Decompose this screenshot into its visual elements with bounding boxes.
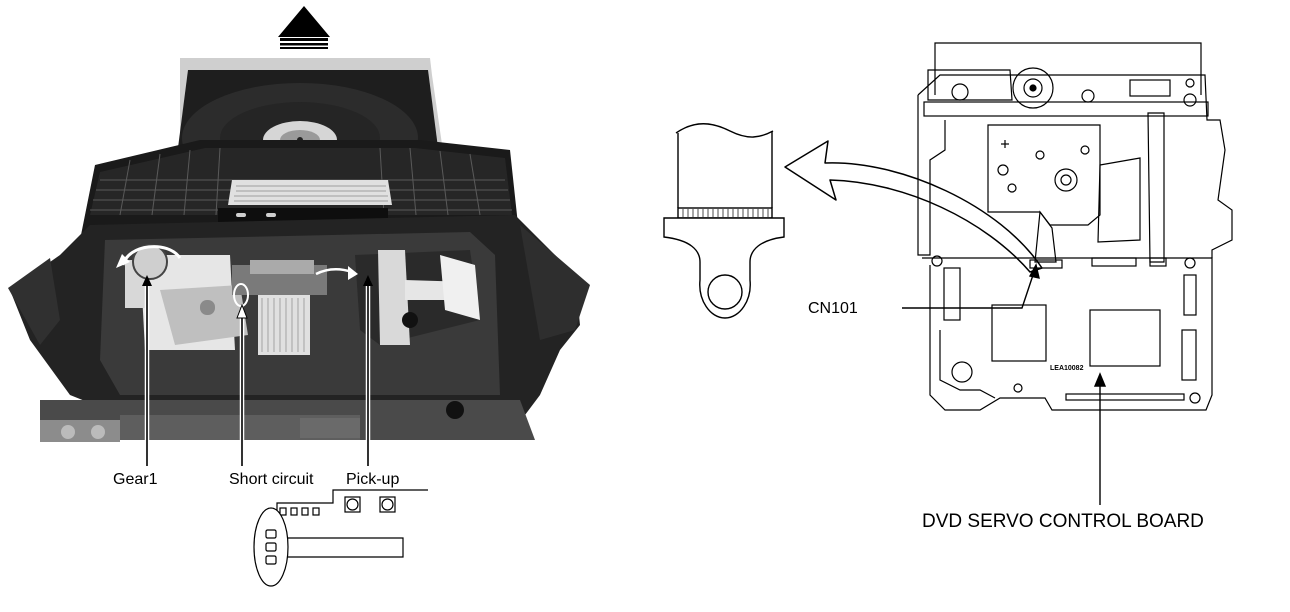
curved-arrow-icon (784, 140, 1043, 273)
board-code-label: LEA10082 (1050, 365, 1084, 372)
up-arrow-icon (278, 6, 330, 49)
cn101-label: CN101 (808, 300, 858, 317)
servo-board-drawing (917, 42, 1233, 411)
short-circuit-label: Short circuit (229, 471, 314, 488)
leader-lines-right (902, 263, 1107, 505)
gear1-label: Gear1 (113, 471, 158, 488)
leader-lines-left (142, 275, 373, 466)
pick-up-label: Pick-up (346, 471, 400, 488)
servo-board-label: DVD SERVO CONTROL BOARD (922, 511, 1204, 532)
short-circuit-detail (253, 489, 428, 587)
dvd-loader-photo (8, 58, 590, 442)
flex-connector-detail (663, 123, 785, 319)
